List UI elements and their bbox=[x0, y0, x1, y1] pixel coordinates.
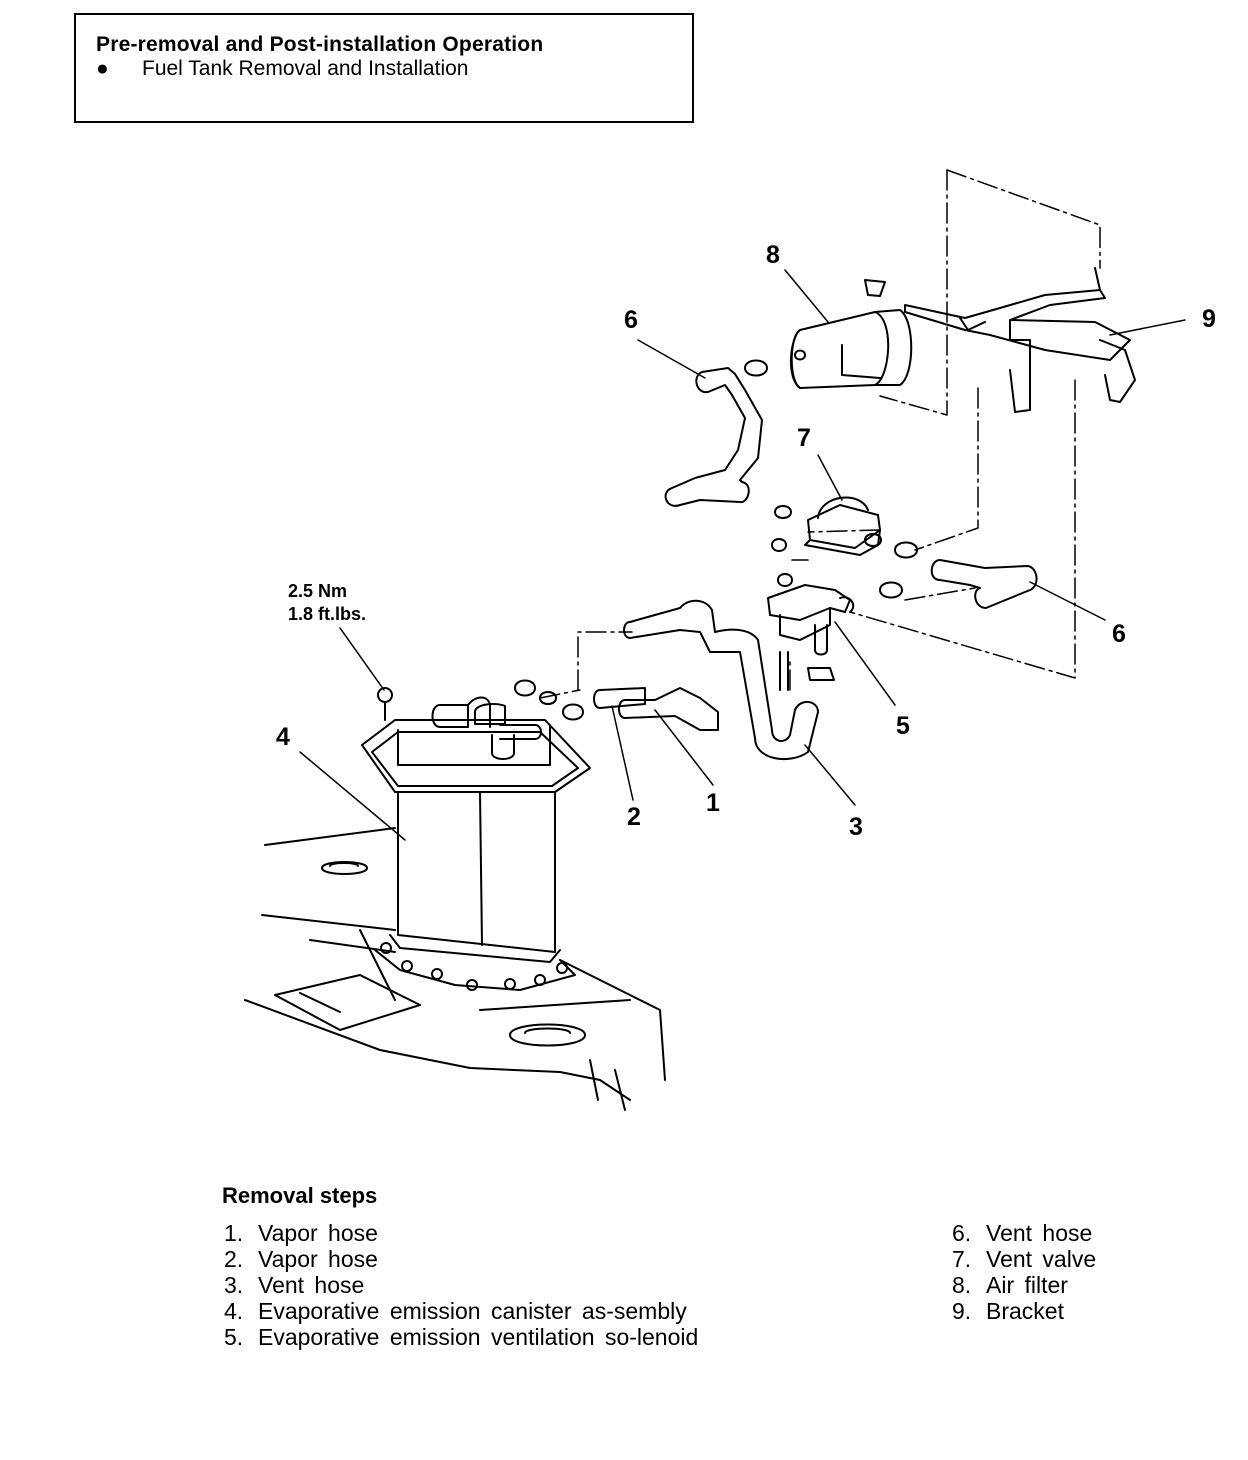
callout-6-upper: 6 bbox=[624, 306, 638, 334]
removal-steps-title: Removal steps bbox=[222, 1183, 378, 1208]
pre-operation-item: ● Fuel Tank Removal and Installation bbox=[96, 57, 468, 81]
hose-clamps bbox=[514, 679, 584, 721]
removal-steps-left: 1.Vapor hose 2.Vapor hose 3.Vent hose 4.… bbox=[224, 1220, 704, 1350]
fuel-tank bbox=[244, 827, 666, 1111]
bracket bbox=[904, 267, 1136, 413]
callout-2: 2 bbox=[627, 803, 641, 831]
callout-9: 9 bbox=[1202, 305, 1216, 333]
torque-imperial: 1.8 ft.lbs. bbox=[288, 604, 367, 624]
callout-8: 8 bbox=[766, 241, 780, 269]
leader-lines bbox=[299, 269, 1186, 841]
clamp-upper bbox=[744, 359, 768, 377]
list-item: 3.Vent hose bbox=[224, 1272, 365, 1298]
vent-hose-6-lower bbox=[930, 559, 1038, 609]
vent-hose-6-upper bbox=[664, 367, 763, 507]
torque-metric: 2.5 Nm bbox=[288, 581, 348, 601]
list-item: 5.Evaporative emission ventilation so-le… bbox=[224, 1324, 699, 1350]
list-item: 2.Vapor hose bbox=[224, 1246, 378, 1272]
list-item: 6.Vent hose bbox=[952, 1220, 1093, 1246]
vent-valve bbox=[771, 496, 918, 559]
reference-lines bbox=[539, 169, 1101, 699]
removal-steps-right: 6.Vent hose 7.Vent valve 8.Air filter 9.… bbox=[952, 1220, 1212, 1324]
callout-7: 7 bbox=[797, 424, 811, 452]
callout-3: 3 bbox=[849, 813, 863, 841]
callout-6-lower: 6 bbox=[1112, 620, 1126, 648]
ventilation-solenoid bbox=[767, 573, 903, 691]
callout-5: 5 bbox=[896, 712, 910, 740]
callout-1: 1 bbox=[706, 789, 720, 817]
pre-operation-item-text: Fuel Tank Removal and Installation bbox=[142, 57, 469, 80]
vapor-hose-1 bbox=[618, 687, 719, 731]
pre-operation-box: Pre-removal and Post-installation Operat… bbox=[74, 13, 694, 123]
exploded-view-diagram: 6 8 9 7 6 5 3 1 2 4 bbox=[244, 169, 1216, 1111]
list-item: 1.Vapor hose bbox=[224, 1220, 378, 1246]
vapor-hose-2 bbox=[593, 687, 646, 709]
torque-spec: 2.5 Nm 1.8 ft.lbs. bbox=[288, 580, 366, 626]
bullet-icon: ● bbox=[96, 57, 109, 80]
list-item: 8.Air filter bbox=[952, 1272, 1068, 1298]
list-item: 4.Evaporative emission canister as-sembl… bbox=[224, 1298, 687, 1324]
canister-assembly bbox=[361, 687, 591, 991]
air-filter bbox=[789, 279, 913, 389]
list-item: 9.Bracket bbox=[952, 1298, 1064, 1324]
pre-operation-title: Pre-removal and Post-installation Operat… bbox=[96, 33, 544, 56]
callout-4: 4 bbox=[276, 723, 290, 751]
list-item: 7.Vent valve bbox=[952, 1246, 1097, 1272]
vent-hose-3 bbox=[623, 599, 819, 761]
